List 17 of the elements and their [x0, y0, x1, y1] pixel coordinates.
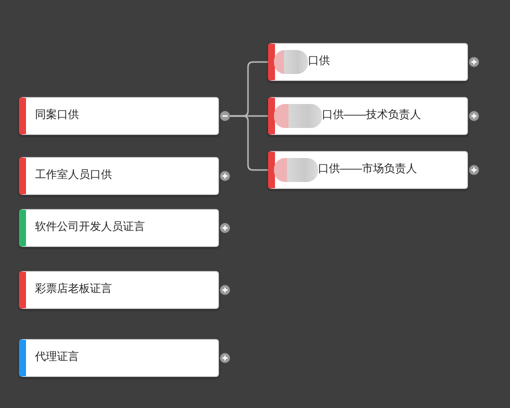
topic-text: 工作室人员口供 [35, 169, 112, 183]
topic-box [19, 97, 219, 135]
topic-box [268, 43, 468, 81]
connector-line [230, 115, 268, 171]
topic-text: 同案口供 [35, 109, 79, 123]
topic-box [268, 151, 468, 189]
topic-text: 代理证言 [35, 351, 79, 365]
topic-text: 彩票店老板证言 [35, 283, 112, 297]
topic-text: 口供 [308, 55, 330, 69]
topic-box [19, 157, 219, 195]
topic-text: 软件公司开发人员证言 [35, 221, 145, 235]
topic-box [19, 271, 219, 309]
topic-text: 口供——技术负责人 [322, 109, 421, 123]
topic-text: 口供——市场负责人 [318, 163, 417, 177]
topic-box [268, 97, 468, 135]
topic-box [19, 339, 219, 377]
topic-box [19, 209, 219, 247]
